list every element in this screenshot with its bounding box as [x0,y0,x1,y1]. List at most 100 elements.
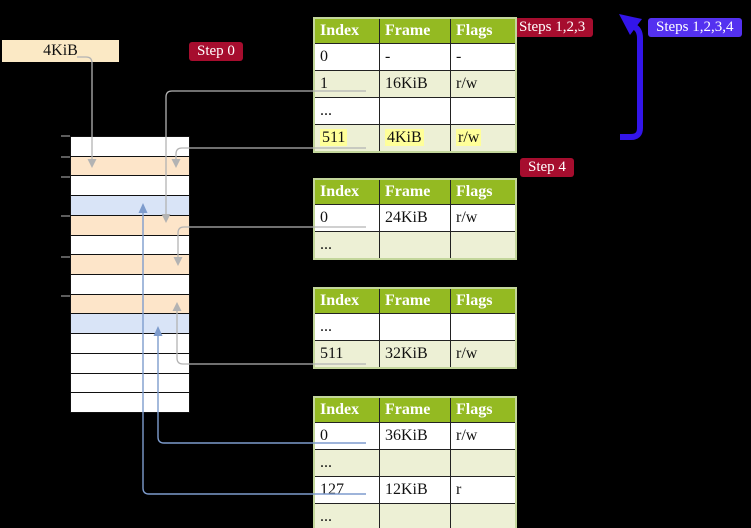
memory-frame-row-blue [70,196,190,216]
column-header-flags: Flags [450,287,517,314]
flags-cell: r/w [450,340,517,369]
badge-steps-1-2-3-4-label: Steps 1,2,3,4 [656,19,734,35]
flags-cell: r/w [450,124,517,153]
column-header-flags: Flags [450,396,517,423]
table-row: ... [313,231,517,260]
index-cell: ... [313,449,380,477]
column-header-flags: Flags [450,17,517,44]
register-4kib-box: 4KiB [2,40,119,62]
memory-frame-row-white [70,176,190,197]
column-header-frame: Frame [379,396,451,423]
frame-cell: 4KiB [379,124,451,153]
table-row: ... [313,313,517,341]
badge-step-4: Step 4 [520,158,574,177]
index-cell: 511 [313,124,380,153]
frame-cell: 32KiB [379,340,451,369]
flags-cell [450,313,517,341]
memory-frame-row-white [70,275,190,295]
memory-frame-row-white [70,137,190,157]
column-header-frame: Frame [379,178,451,205]
index-cell: 127 [313,476,380,504]
index-cell: ... [313,503,380,528]
table-row: ... [313,503,517,528]
index-cell: ... [313,313,380,341]
highlighted-value: 511 [320,129,348,146]
badge-steps-1-2-3-4: Steps 1,2,3,4 [648,18,742,37]
frame-cell: 36KiB [379,422,451,450]
table-row: ... [313,449,517,477]
column-header-index: Index [313,287,380,314]
highlighted-value: r/w [456,129,482,146]
memory-frame-row-blue [70,314,190,335]
physical-memory-stack [70,136,190,414]
big-loop-arrowhead [619,14,642,35]
index-cell: 0 [313,422,380,450]
frame-cell: 12KiB [379,476,451,504]
frame-cell [379,503,451,528]
memory-frame-row-peach [70,156,190,177]
index-cell: 0 [313,204,380,232]
flags-cell: - [450,43,517,71]
column-header-index: Index [313,178,380,205]
frame-cell: 24KiB [379,204,451,232]
badge-step-4-label: Step 4 [528,159,566,175]
flags-cell: r [450,476,517,504]
badge-step-0-label: Step 0 [197,43,235,59]
column-header-index: Index [313,17,380,44]
flags-cell [450,231,517,260]
memory-frame-row-white [70,334,190,354]
flags-cell: r/w [450,70,517,98]
flags-cell [450,449,517,477]
memory-address-ticks [61,135,70,297]
frame-cell [379,231,451,260]
flags-cell [450,503,517,528]
table-row: ... [313,97,517,125]
frame-cell: - [379,43,451,71]
frame-cell [379,97,451,125]
column-header-index: Index [313,396,380,423]
column-header-frame: Frame [379,287,451,314]
highlighted-value: 4KiB [385,129,424,146]
memory-frame-row-white [70,373,190,394]
big-loop-arrow-shaft [620,23,643,140]
column-header-flags: Flags [450,178,517,205]
badge-steps-1-2-3-label: Steps 1,2,3 [519,19,586,35]
register-4kib-label: 4KiB [43,42,78,59]
index-cell: ... [313,97,380,125]
index-cell: 1 [313,70,380,98]
flags-cell: r/w [450,422,517,450]
memory-frame-row-peach [70,255,190,276]
memory-frame-row-white [70,353,190,374]
badge-step-0: Step 0 [189,42,243,61]
memory-frame-row-peach [70,294,190,315]
index-cell: 511 [313,340,380,369]
memory-frame-row-white [70,235,190,256]
flags-cell: r/w [450,204,517,232]
flags-cell [450,97,517,125]
memory-frame-row-peach [70,215,190,236]
index-cell: 0 [313,43,380,71]
index-cell: ... [313,231,380,260]
table-row: 511 4KiB r/w [313,124,517,153]
frame-cell [379,313,451,341]
table-row: 0-- [313,43,517,71]
badge-steps-1-2-3: Steps 1,2,3 [511,18,594,37]
